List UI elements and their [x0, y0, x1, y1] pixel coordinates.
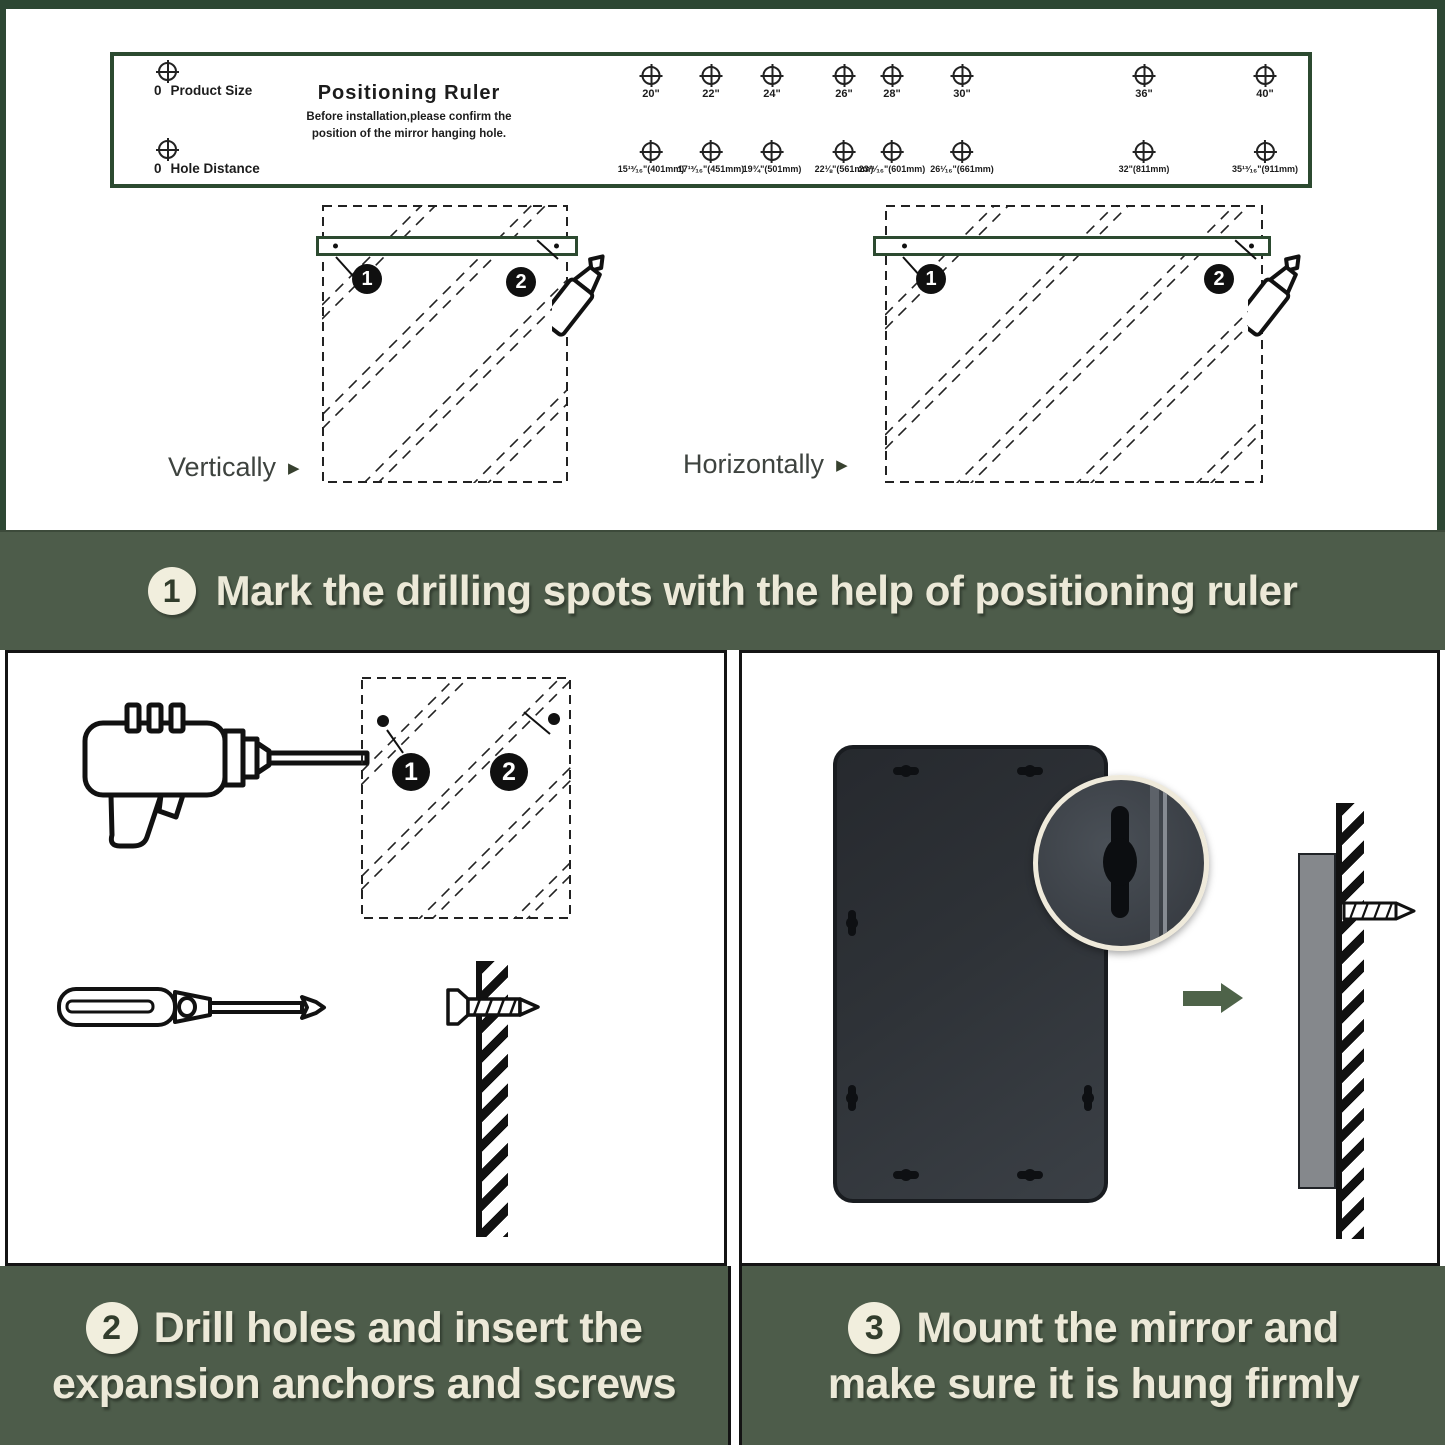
- step-3-text-line2: make sure it is hung firmly: [827, 1360, 1360, 1408]
- size-mark: 24": [762, 66, 782, 100]
- keyhole-detail-icon: [1103, 806, 1137, 918]
- keyhole-slot: [848, 910, 856, 936]
- step-3-banner: 3 Mount the mirror and make sure it is h…: [739, 1266, 1445, 1445]
- hole-mark: 17¹³⁄₁₆"(451mm): [678, 142, 744, 174]
- crosshair-icon: [1255, 66, 1275, 85]
- step-1-number-badge: 1: [147, 567, 196, 615]
- hole-mark: 19¾"(501mm): [743, 142, 801, 174]
- size-mark: 36": [1134, 66, 1154, 100]
- horizontal-wall-diagram: [885, 205, 1263, 483]
- crosshair-icon: [762, 66, 782, 85]
- size-mark: 30": [952, 66, 972, 100]
- drill-point-dot: [333, 243, 338, 249]
- left-frame-border: [0, 0, 6, 532]
- mount-panel: [739, 650, 1440, 1266]
- top-frame-border: [0, 0, 1445, 9]
- horizontal-label: Horizontally ▶: [683, 449, 848, 479]
- point-2-badge: 2: [506, 267, 536, 297]
- marker-pen-icon: [1248, 254, 1301, 337]
- point-1-badge: 1: [352, 264, 382, 294]
- drill-panel: 1 2: [5, 650, 727, 1266]
- screwdriver-icon: [57, 987, 326, 1027]
- crosshair-icon: [952, 66, 972, 85]
- drill-wall-diagram: [361, 677, 571, 919]
- drill-point-dot: [902, 243, 907, 249]
- product-size-label: Product Size: [170, 83, 253, 98]
- arrow-right-icon: [1183, 983, 1243, 1013]
- crosshair-icon: [641, 66, 661, 85]
- keyhole-slot: [848, 1085, 856, 1111]
- hole-mark: 15¹³⁄₁₆"(401mm): [618, 142, 684, 174]
- crosshair-icon: [882, 66, 902, 85]
- triangle-arrow-icon: ▶: [288, 459, 300, 477]
- marker-pen-icon: [552, 254, 605, 337]
- product-size-legend: 0 Product Size: [154, 62, 252, 98]
- side-wall-hatch: [1336, 803, 1364, 1239]
- point-1-badge: 1: [392, 753, 430, 791]
- ruler-subtitle-line1: Before installation,please confirm the: [306, 111, 512, 123]
- hole-mark: 23¹¹⁄₁₆"(601mm): [859, 142, 925, 174]
- crosshair-icon: [882, 142, 902, 161]
- positioning-ruler: 0 Product Size 0 Hole Distance Positioni…: [110, 52, 1312, 188]
- crosshair-icon: [158, 140, 177, 159]
- vertical-label: Vertically ▶: [168, 452, 300, 482]
- step-2-banner: 2 Drill holes and insert the expansion a…: [0, 1266, 731, 1445]
- crosshair-icon: [1255, 142, 1275, 161]
- hole-distance-legend: 0 Hole Distance: [154, 140, 260, 176]
- crosshair-icon: [1134, 142, 1154, 161]
- drill-icon: [82, 702, 370, 849]
- ruler-bar-vertical: [316, 236, 578, 256]
- step-1-text: Mark the drilling spots with the help of…: [215, 567, 1298, 614]
- right-frame-border: [1437, 0, 1445, 532]
- hole-distance-label: Hole Distance: [170, 161, 260, 176]
- size-mark: 28": [882, 66, 902, 100]
- point-2-badge: 2: [1204, 264, 1234, 294]
- drill-point-dot: [554, 243, 559, 249]
- step-1-banner: 1 Mark the drilling spots with the help …: [0, 530, 1445, 650]
- size-mark: 22": [701, 66, 721, 100]
- mirror-side-view: [1298, 853, 1336, 1189]
- zero-label: 0: [154, 83, 162, 98]
- ruler-bar-horizontal: [873, 236, 1271, 256]
- keyhole-slot: [893, 1171, 919, 1179]
- ruler-subtitle-line2: position of the mirror hanging hole.: [311, 127, 507, 140]
- keyhole-slot: [1084, 1085, 1092, 1111]
- hole-mark: 32"(811mm): [1119, 142, 1169, 174]
- zero-label: 0: [154, 161, 162, 176]
- size-mark: 40": [1255, 66, 1275, 100]
- step-2-text-line1: Drill holes and insert the: [153, 1303, 643, 1352]
- mirror-edge-highlight: [1163, 780, 1167, 946]
- hole-mark: 22⅛"(561mm): [815, 142, 873, 174]
- crosshair-icon: [762, 142, 782, 161]
- crosshair-icon: [834, 142, 854, 161]
- screw-icon: [446, 988, 540, 1026]
- crosshair-icon: [641, 142, 661, 161]
- step-2-text-line2: expansion anchors and screws: [51, 1360, 677, 1408]
- step-2-number-badge: 2: [85, 1302, 138, 1354]
- crosshair-icon: [952, 142, 972, 161]
- drill-point-dot: [1249, 243, 1254, 249]
- screw-icon: [1342, 901, 1416, 921]
- keyhole-slot: [1017, 1171, 1043, 1179]
- crosshair-icon: [1134, 66, 1154, 85]
- step-3-text-line1: Mount the mirror and: [916, 1303, 1339, 1352]
- triangle-arrow-icon: ▶: [836, 456, 848, 474]
- mirror-edge-stripe: [1150, 780, 1159, 946]
- keyhole-slot: [893, 767, 919, 775]
- keyhole-slot: [1017, 767, 1043, 775]
- keyhole-zoom-circle: [1033, 775, 1209, 951]
- ruler-title-block: Positioning Ruler Before installation,pl…: [234, 82, 584, 142]
- crosshair-icon: [701, 142, 721, 161]
- point-2-badge: 2: [490, 753, 528, 791]
- crosshair-icon: [834, 66, 854, 85]
- size-mark: 26": [834, 66, 854, 100]
- step-3-number-badge: 3: [848, 1302, 901, 1354]
- hole-mark: 35¹³⁄₁₆"(911mm): [1232, 142, 1298, 174]
- ruler-title: Positioning Ruler: [317, 82, 501, 104]
- crosshair-icon: [158, 62, 177, 81]
- crosshair-icon: [701, 66, 721, 85]
- point-1-badge: 1: [916, 264, 946, 294]
- size-mark: 20": [641, 66, 661, 100]
- hole-mark: 26¹⁄₁₆"(661mm): [930, 142, 994, 174]
